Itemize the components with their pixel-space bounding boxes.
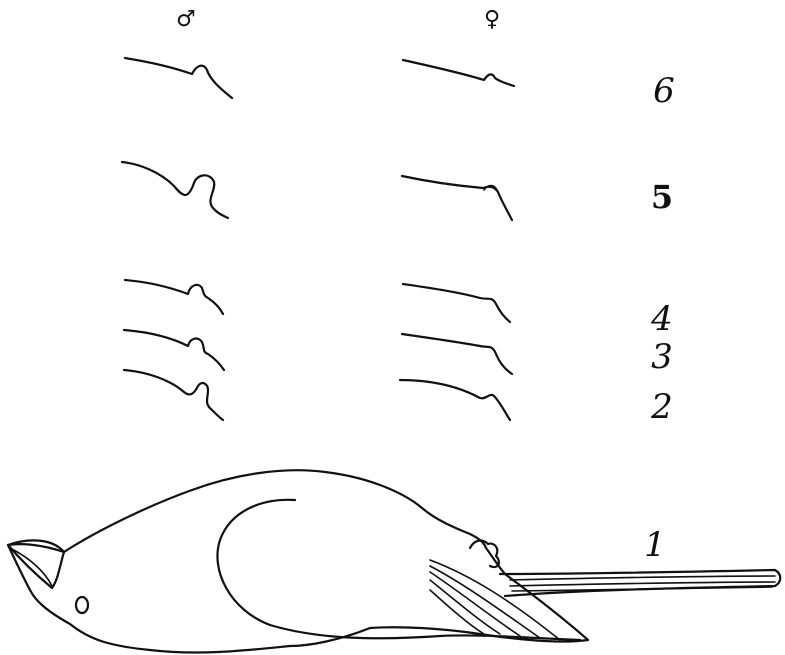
stage-label-1: 1 xyxy=(644,525,666,565)
stage-2-outlines xyxy=(124,370,510,420)
stage-6-outlines xyxy=(125,58,514,98)
stage-label-5: 5 xyxy=(651,178,673,216)
male-profile-5 xyxy=(122,162,228,218)
wing-outline xyxy=(217,500,580,640)
male-profile-6 xyxy=(125,58,232,98)
female-profile-4 xyxy=(403,284,510,322)
female-profile-2 xyxy=(400,380,510,420)
wing-feather-4 xyxy=(430,580,500,634)
stage-label-3: 3 xyxy=(651,337,673,377)
male-profile-4 xyxy=(125,280,223,314)
female-symbol: ♀ xyxy=(484,7,500,32)
tail-line-2 xyxy=(510,582,775,586)
bird-body-outline xyxy=(8,470,588,652)
wing-feather-5 xyxy=(430,590,484,634)
tail-line-1 xyxy=(510,576,775,580)
male-symbol: ♂ xyxy=(176,7,196,32)
female-profile-6 xyxy=(403,60,514,86)
stage-label-2: 2 xyxy=(650,387,673,427)
stage-3-outlines xyxy=(124,330,512,374)
stage-4-outlines xyxy=(125,280,510,322)
eye xyxy=(76,597,88,613)
female-profile-3 xyxy=(402,334,512,374)
stage-5-outlines xyxy=(122,162,512,220)
male-profile-2 xyxy=(124,370,223,420)
male-profile-3 xyxy=(124,330,224,370)
female-profile-5 xyxy=(402,176,512,220)
tail-line-3 xyxy=(512,587,772,591)
wing-feather-2 xyxy=(430,566,540,638)
stage-label-4: 4 xyxy=(650,299,673,339)
stage-label-6: 6 xyxy=(653,71,675,111)
